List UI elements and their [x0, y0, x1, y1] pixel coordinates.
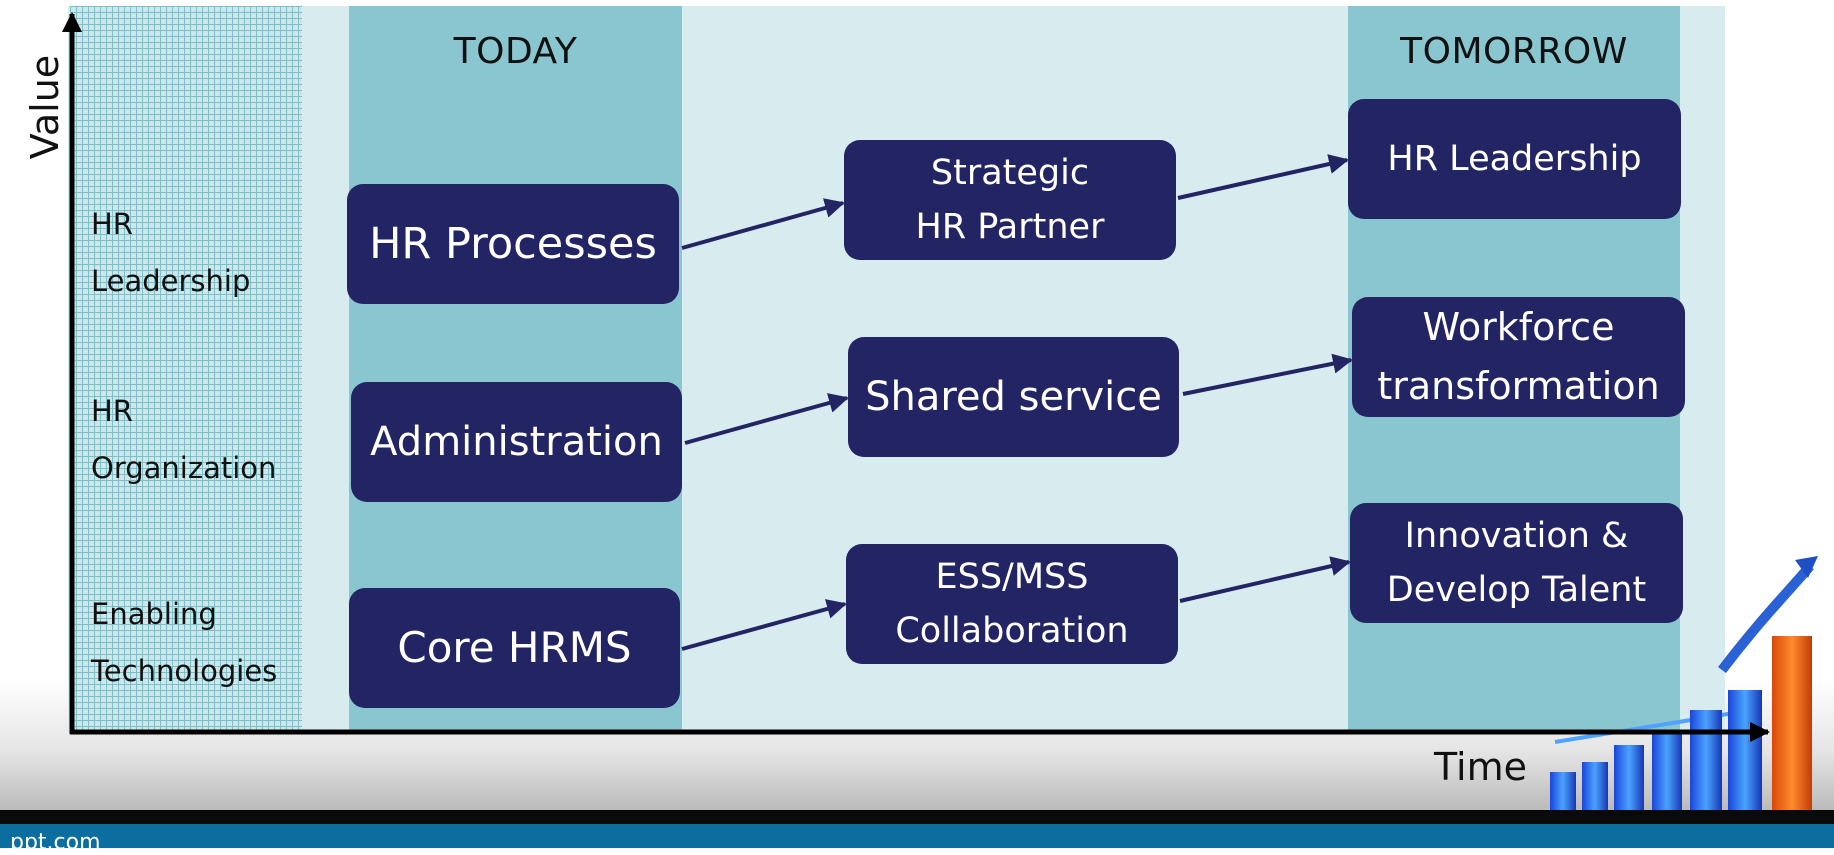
row-label-line: Organization: [91, 451, 277, 485]
box-ess-mss-collaboration: ESS/MSS Collaboration: [846, 544, 1178, 664]
box-hr-processes: HR Processes: [347, 184, 679, 304]
box-label: Innovation &: [1404, 515, 1629, 556]
x-axis-label: Time: [1434, 745, 1527, 789]
box-strategic-hr-partner: Strategic HR Partner: [844, 140, 1176, 260]
connector-arrow: [684, 393, 849, 445]
box-hr-leadership: HR Leadership: [1348, 99, 1681, 219]
connector-arrow: [681, 599, 847, 651]
box-label: HR Partner: [915, 207, 1105, 247]
row-label-line: HR: [91, 207, 133, 241]
box-core-hrms: Core HRMS: [349, 588, 680, 708]
connector-arrow: [1177, 154, 1349, 200]
box-innovation-develop-talent: Innovation & Develop Talent: [1350, 503, 1683, 623]
growth-chart-icon: [1550, 556, 1818, 816]
box-administration: Administration: [351, 382, 682, 502]
box-label: ESS/MSS: [935, 556, 1089, 597]
box-label: Core HRMS: [397, 623, 632, 673]
connector-arrow: [1182, 353, 1353, 396]
box-label: Shared service: [865, 374, 1162, 420]
row-label-hr-organization: HR Organization: [91, 383, 276, 497]
y-axis-label: Value: [23, 54, 67, 160]
tomorrow-header: TOMORROW: [1400, 31, 1628, 72]
row-label-line: HR: [91, 394, 133, 428]
box-label: HR Processes: [369, 218, 657, 269]
footer-divider: [0, 810, 1834, 824]
footer-text: ppt.com: [10, 830, 101, 855]
box-label: Develop Talent: [1386, 570, 1647, 610]
box-shared-service: Shared service: [848, 337, 1179, 457]
row-label-hr-leadership: HR Leadership: [91, 196, 250, 310]
row-label-line: Technologies: [91, 654, 278, 688]
connector-arrow: [1179, 556, 1351, 603]
footer-bar: [0, 824, 1834, 848]
box-label: HR Leadership: [1387, 138, 1642, 179]
box-label: Collaboration: [895, 611, 1129, 651]
row-label-line: Leadership: [91, 264, 251, 298]
today-header: TODAY: [453, 31, 578, 72]
row-label-line: Enabling: [91, 597, 217, 631]
row-label-enabling-technologies: Enabling Technologies: [91, 586, 277, 700]
box-workforce-transformation: Workforce transformation: [1352, 297, 1685, 417]
box-label: Workforce: [1422, 305, 1615, 350]
box-label: Strategic: [930, 152, 1090, 193]
box-label: transformation: [1377, 364, 1660, 408]
row-label-strip: [70, 6, 302, 732]
connector-arrow: [681, 198, 845, 250]
box-label: Administration: [370, 419, 663, 465]
